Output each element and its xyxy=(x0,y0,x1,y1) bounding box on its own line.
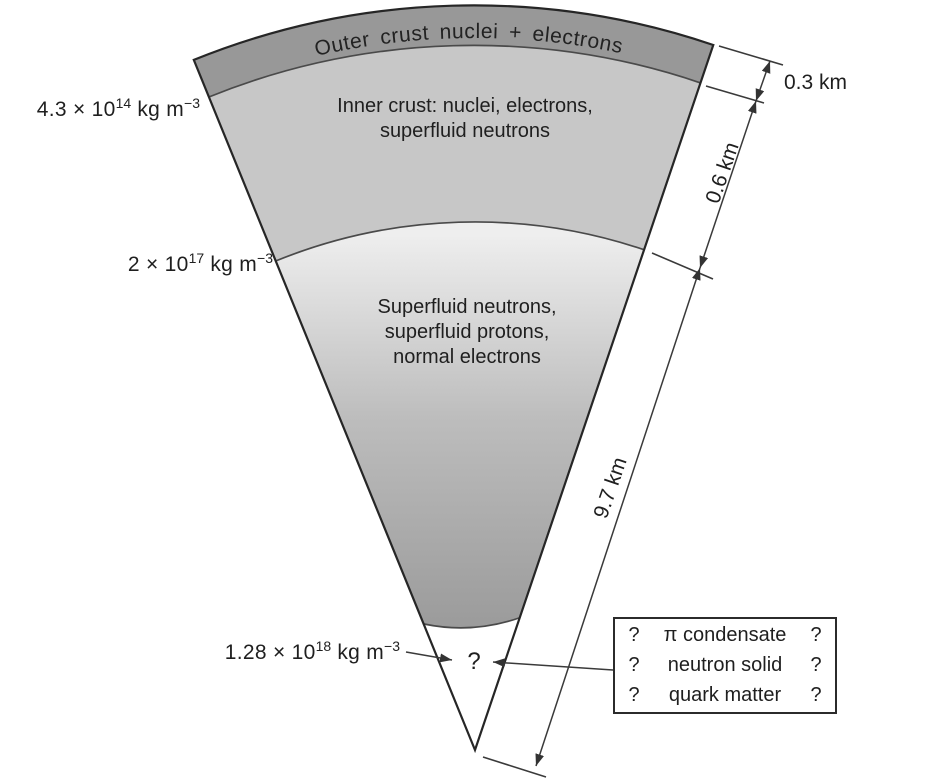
dimension-label-0-3km: 0.3 km xyxy=(784,71,848,94)
core-question-mark: ? xyxy=(467,648,481,675)
dim-line-9-7km xyxy=(535,267,701,767)
density-core-exponent: 18 xyxy=(315,638,332,654)
dim-line-0-6km xyxy=(699,100,757,269)
superfluid-region-label: Superfluid neutrons, superfluid protons,… xyxy=(377,295,556,370)
density-inner-base: 2 × 10 xyxy=(127,253,189,276)
tick-outer-surface xyxy=(718,45,784,66)
core-box-row-pi-condensate: ? π condensate ? xyxy=(621,624,829,647)
density-core-base: 1.28 × 10 xyxy=(224,641,316,664)
core-box-row-neutron-solid: ? neutron solid ? xyxy=(621,654,829,677)
density-label-inner-crust: 2 × 1017 kg m−3 xyxy=(128,250,273,277)
superfluid-label-line3: normal electrons xyxy=(393,346,541,368)
question-mark-right: ? xyxy=(810,653,822,676)
density-outer-unit: kg m xyxy=(131,98,185,121)
superfluid-region xyxy=(275,221,644,628)
question-mark-left: ? xyxy=(628,624,640,647)
density-inner-exponent: 17 xyxy=(188,250,205,266)
tick-center xyxy=(482,756,547,778)
dim-line-0-3km xyxy=(755,60,771,102)
density-core-arrow xyxy=(405,651,453,663)
core-box-row-quark-matter: ? quark matter ? xyxy=(621,684,829,707)
inner-crust-label: Inner crust: nuclei, electrons, superflu… xyxy=(337,94,593,144)
density-inner-unit: kg m xyxy=(204,253,258,276)
density-inner-unit-exponent: −3 xyxy=(257,250,273,266)
core-composition-box: ? π condensate ? ? neutron solid ? ? qua… xyxy=(613,617,837,714)
question-mark-left: ? xyxy=(628,653,640,676)
core-option-quark-matter: quark matter xyxy=(668,683,782,706)
core-option-neutron-solid: neutron solid xyxy=(667,653,783,676)
question-mark-left: ? xyxy=(628,683,640,706)
question-mark-right: ? xyxy=(810,624,822,647)
density-core-unit-exponent: −3 xyxy=(384,638,400,654)
core-box-arrow xyxy=(492,658,614,671)
crust-superfluid-boundary xyxy=(275,221,645,262)
outer-crust-region xyxy=(193,5,714,98)
outer-inner-crust-boundary xyxy=(208,44,701,98)
wedge-outline xyxy=(192,4,715,754)
density-label-outer-crust: 4.3 × 1014 kg m−3 xyxy=(37,95,200,122)
density-outer-base: 4.3 × 10 xyxy=(36,98,116,121)
inner-crust-label-line1: Inner crust: nuclei, electrons, xyxy=(337,95,593,117)
inner-crust-region xyxy=(208,45,701,261)
core-option-pi-condensate: π condensate xyxy=(663,624,787,647)
superfluid-core-boundary xyxy=(423,617,520,629)
density-core-unit: kg m xyxy=(331,641,385,664)
dimension-lines xyxy=(535,60,771,767)
superfluid-label-line1: Superfluid neutrons, xyxy=(377,296,557,318)
question-mark-right: ? xyxy=(810,683,822,706)
superfluid-label-line2: superfluid protons, xyxy=(384,321,550,343)
tick-superfluid-boundary xyxy=(651,252,714,280)
density-label-core: 1.28 × 1018 kg m−3 xyxy=(225,638,400,665)
tick-crust-boundary xyxy=(705,85,765,104)
density-outer-exponent: 14 xyxy=(115,95,132,111)
pointer-arrows xyxy=(405,651,614,671)
inner-crust-label-line2: superfluid neutrons xyxy=(379,120,551,142)
density-outer-unit-exponent: −3 xyxy=(184,95,200,111)
dimension-ticks xyxy=(482,45,784,778)
